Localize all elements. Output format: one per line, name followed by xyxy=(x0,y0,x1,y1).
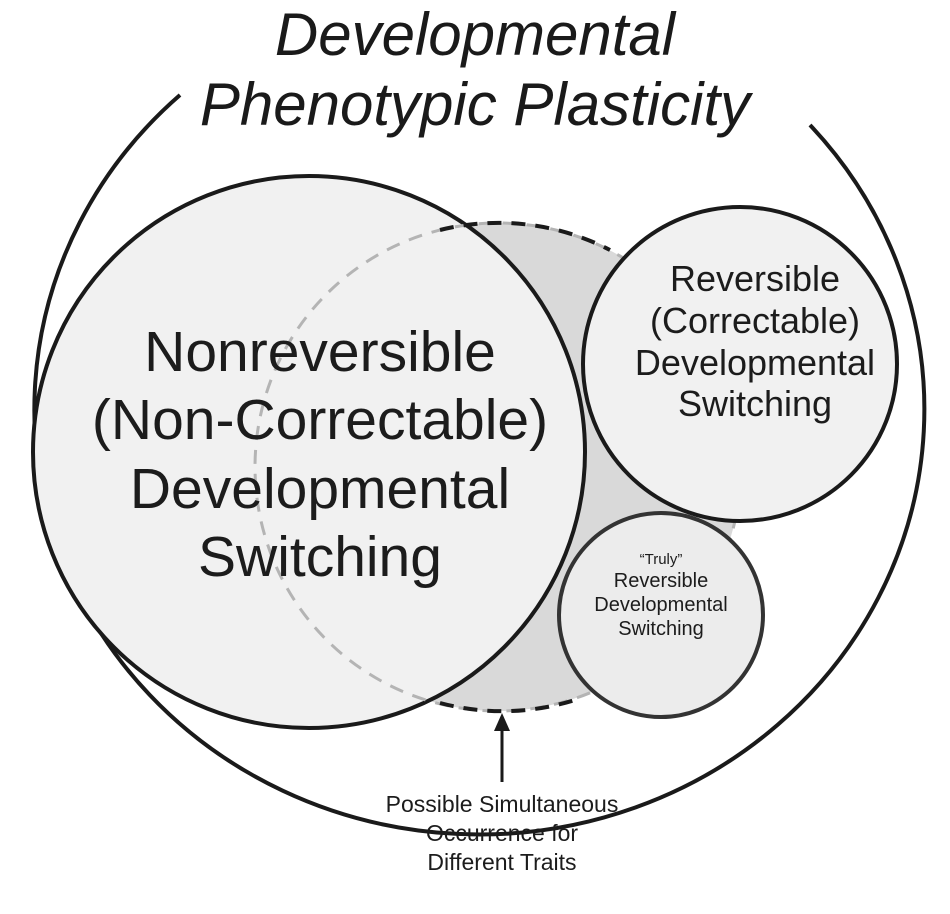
nonreversible-label: Nonreversible (Non-Correctable) Developm… xyxy=(60,318,580,592)
truly-reversible-line-3: Developmental xyxy=(594,594,728,616)
truly-reversible-circle xyxy=(557,511,765,719)
diagram-title: Developmental Phenotypic Plasticity xyxy=(135,0,815,140)
outer-plasticity-circle xyxy=(32,93,927,837)
nonreversible-line-4: Switching xyxy=(198,525,442,590)
title-line-2: Phenotypic Plasticity xyxy=(199,71,751,139)
nonreversible-line-1: Nonreversible xyxy=(144,320,496,384)
overlap-note-line-2: Occurrence for xyxy=(425,819,579,846)
title-line-1: Developmental xyxy=(274,1,676,68)
reversible-label: Reversible (Correctable) Developmental S… xyxy=(600,258,910,425)
overlap-note: Possible Simultaneous Occurrence for Dif… xyxy=(322,790,682,877)
nonreversible-circle xyxy=(31,174,587,730)
truly-reversible-line-1: “Truly” xyxy=(639,551,683,568)
overlap-boundary-dark-bottom xyxy=(439,698,576,714)
truly-reversible-line-4: Switching xyxy=(618,618,704,640)
nonreversible-line-2: (Non-Correctable) xyxy=(91,388,549,453)
reversible-circle xyxy=(581,205,899,523)
overlap-note-line-3: Different Traits xyxy=(427,848,577,875)
truly-reversible-line-2: Reversible xyxy=(613,570,709,592)
reversible-line-3: Developmental xyxy=(634,341,876,383)
overlap-boundary-dark xyxy=(439,220,611,252)
truly-reversible-label: “Truly” Reversible Developmental Switchi… xyxy=(566,551,756,641)
reversible-line-2: (Correctable) xyxy=(649,299,861,341)
reversible-line-1: Reversible xyxy=(669,258,841,299)
overlap-arrow-head xyxy=(494,713,510,731)
reversible-line-4: Switching xyxy=(677,383,833,425)
overlap-note-line-1: Possible Simultaneous xyxy=(385,791,619,817)
nonreversible-line-3: Developmental xyxy=(129,456,511,521)
